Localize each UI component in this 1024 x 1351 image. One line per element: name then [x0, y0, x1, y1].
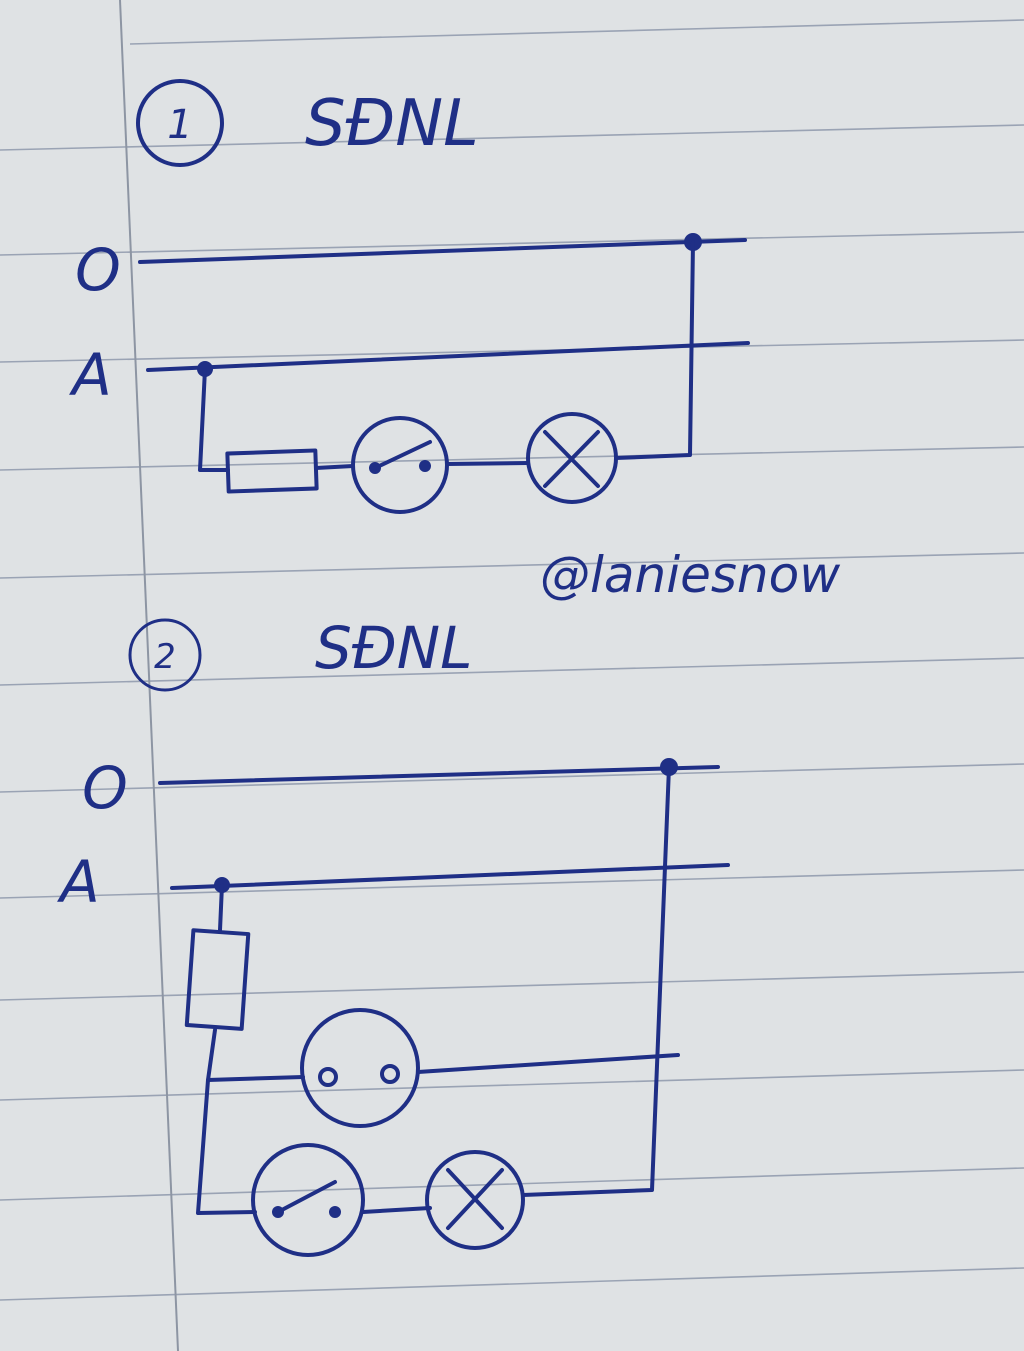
phase-line-label: A — [68, 341, 112, 409]
branch-wire — [196, 1078, 257, 1215]
phase-line-label: A — [56, 848, 100, 916]
wire — [445, 461, 530, 466]
wire — [218, 883, 224, 932]
switch-icon — [351, 416, 449, 514]
branch-wire — [198, 367, 230, 472]
wire — [361, 1206, 432, 1214]
margin-line — [119, 0, 179, 1351]
socket-icon — [300, 1008, 420, 1128]
number-circle — [136, 79, 224, 167]
diagram-title: SĐNL — [315, 614, 472, 682]
fuse-icon — [225, 448, 319, 494]
return-wire — [614, 240, 695, 460]
diagram-1: 1 SĐNL O A — [68, 79, 750, 514]
diagram-title: SĐNL — [305, 87, 479, 161]
return-wire — [521, 765, 671, 1197]
wire — [416, 1053, 680, 1074]
number-circle — [128, 618, 202, 692]
phase-wire — [146, 341, 750, 372]
neutral-wire — [138, 238, 747, 264]
neutral-line-label: O — [75, 236, 121, 304]
phase-wire — [170, 863, 730, 890]
fuse-icon — [184, 928, 251, 1031]
watermark: @laniesnow — [540, 546, 840, 604]
diagram-2: 2 SĐNL O A — [56, 614, 730, 1257]
switch-icon — [251, 1143, 365, 1257]
neutral-line-label: O — [82, 754, 128, 822]
wire — [206, 1028, 305, 1082]
wire — [314, 464, 355, 470]
diagram-number: 2 — [154, 637, 176, 677]
lamp-icon — [425, 1150, 525, 1250]
diagram-number: 1 — [167, 102, 192, 148]
neutral-wire — [158, 765, 720, 785]
